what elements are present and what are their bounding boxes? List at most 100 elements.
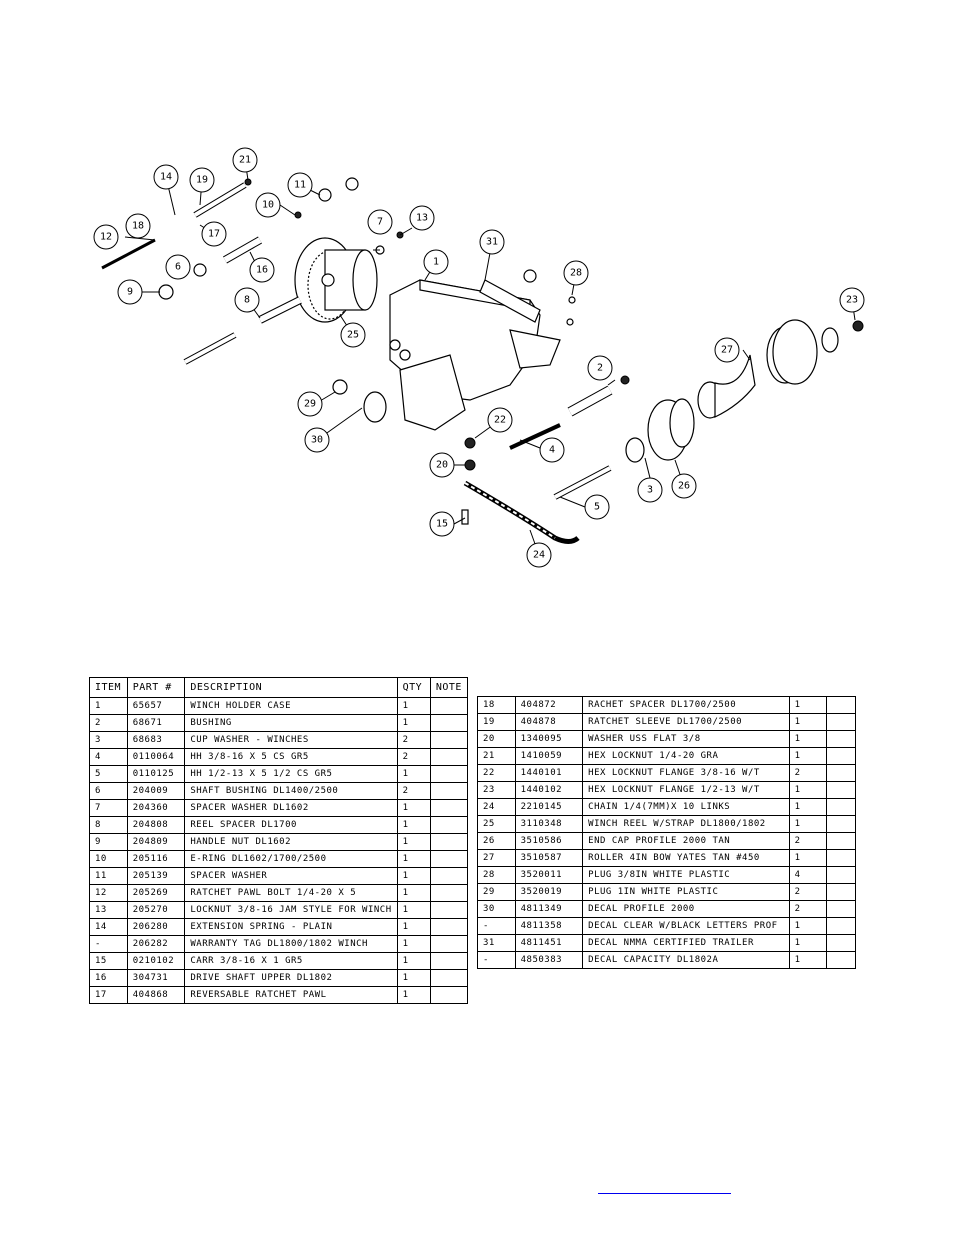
cell-description: DECAL NMMA CERTIFIED TRAILER [582,934,790,952]
balloon-label: 11 [294,180,306,191]
cell-note [825,798,857,816]
cell-item: 13 [89,901,128,919]
balloon-label: 17 [208,229,220,240]
cell-qty: 1 [396,918,431,936]
item-balloon: 12 [93,224,119,250]
cell-qty: 2 [788,900,827,918]
cell-part-number: 68671 [126,714,186,732]
item-balloon: 16 [249,257,275,283]
cell-item: 25 [477,815,516,833]
cell-item: 26 [477,832,516,850]
cell-description: REEL SPACER DL1700 [184,816,398,834]
cell-part-number: 68683 [126,731,186,749]
balloon-circle [287,172,313,198]
balloon-circle [234,287,260,313]
cell-qty: 1 [788,696,827,714]
cell-part-number: 205270 [126,901,186,919]
cell-part-number: 404872 [514,696,584,714]
item-balloon: 29 [297,391,323,417]
balloon-circle [587,355,613,381]
balloon-label: 2 [597,363,603,374]
cell-description: END CAP PROFILE 2000 TAN [582,832,790,850]
cell-description: CARR 3/8-16 X 1 GR5 [184,952,398,970]
cell-qty: 1 [788,781,827,799]
cell-item: 1 [89,697,128,715]
balloon-circle [201,221,227,247]
balloon-label: 12 [100,232,112,243]
balloon-label: 23 [846,295,858,306]
balloon-circle [93,224,119,250]
balloon-label: 1 [433,257,439,268]
balloon-circle [249,257,275,283]
balloon-circle [487,407,513,433]
cell-part-number: 2210145 [514,798,584,816]
cell-description: RACHET SPACER DL1700/2500 [582,696,790,714]
balloon-label: 20 [436,460,448,471]
cell-part-number: 204360 [126,799,186,817]
balloon-label: 16 [256,265,268,276]
cell-description: SPACER WASHER DL1602 [184,799,398,817]
cell-note [429,867,469,885]
cell-item: 3 [89,731,128,749]
balloon-circle [563,260,589,286]
balloon-label: 22 [494,415,506,426]
cell-note [825,832,857,850]
cell-note [429,799,469,817]
balloon-label: 21 [239,155,251,166]
balloon-circle [255,192,281,218]
cell-part-number: 1440101 [514,764,584,782]
header-qty: QTY [396,677,431,698]
cell-part-number: 0110125 [126,765,186,783]
balloon-circle [423,249,449,275]
cell-note [825,951,857,969]
item-balloon: 7 [367,209,393,235]
balloon-label: 24 [533,550,545,561]
cell-part-number: 204009 [126,782,186,800]
cell-item: 11 [89,867,128,885]
cell-item: 14 [89,918,128,936]
item-balloon: 2 [587,355,613,381]
balloon-label: 8 [244,295,250,306]
cell-description: SHAFT BUSHING DL1400/2500 [184,782,398,800]
winch-assembly-illustration [101,177,864,544]
cell-part-number: 1440102 [514,781,584,799]
cell-description: WASHER USS FLAT 3/8 [582,730,790,748]
item-balloon: 5 [584,494,610,520]
cell-qty: 1 [396,986,431,1004]
cell-note [429,986,469,1004]
item-balloon: 8 [234,287,260,313]
balloon-circle [232,147,258,173]
cell-note [429,748,469,766]
balloon-label: 29 [304,399,316,410]
cell-description: WINCH REEL W/STRAP DL1800/1802 [582,815,790,833]
cell-qty: 2 [788,764,827,782]
balloon-circle [584,494,610,520]
item-balloon: 19 [189,167,215,193]
cell-note [429,935,469,953]
footer-link[interactable] [598,1181,731,1194]
item-balloon: 30 [304,427,330,453]
cell-note [825,696,857,714]
cell-qty: 2 [396,782,431,800]
cell-description: WARRANTY TAG DL1800/1802 WINCH [184,935,398,953]
cell-note [429,969,469,987]
cell-note [429,731,469,749]
balloon-circle [125,213,151,239]
cell-item: 10 [89,850,128,868]
cell-part-number: 4811451 [514,934,584,952]
balloon-label: 7 [377,217,383,228]
balloon-circle [429,452,455,478]
cell-qty: 1 [396,714,431,732]
cell-description: REVERSABLE RATCHET PAWL [184,986,398,1004]
